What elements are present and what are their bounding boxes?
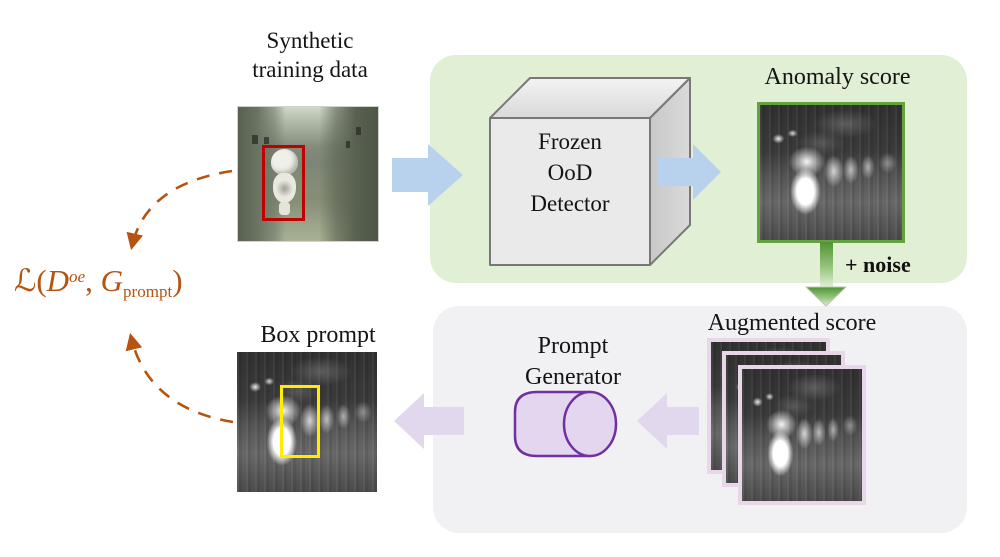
detector-label-line1: Frozen (538, 129, 602, 154)
box-prompt-image (237, 352, 377, 492)
synthetic-data-label-line2: training data (252, 57, 368, 83)
anomaly-score-label: Anomaly score (764, 64, 911, 90)
street-window-art (346, 141, 350, 148)
toilet-tank-art (271, 149, 298, 175)
augmented-score-label: Augmented score (707, 310, 877, 336)
feedback-loop-dashed-arrows-icon (125, 169, 234, 424)
loss-symbol: ℒ (14, 263, 37, 299)
open-paren: ( (36, 263, 47, 298)
arrow-right-blue-icon (392, 144, 463, 206)
street-window-art (264, 137, 269, 144)
detector-label-line3: Detector (530, 190, 610, 216)
box-prompt-label: Box prompt (260, 322, 376, 348)
dataset-symbol: D (46, 263, 70, 298)
formula-comma: , (85, 263, 101, 298)
prompt-generator-label-line2: Generator (525, 363, 621, 390)
prompt-generator-label-line1: Prompt (537, 333, 609, 359)
detector-cube-icon (489, 77, 691, 266)
arrow-down-green-icon (804, 242, 848, 307)
toilet-foot-art (279, 202, 290, 215)
dashed-arc-top-icon (126, 169, 233, 251)
arrow-left-purple-icon (637, 393, 699, 449)
arrow-left-purple-icon (394, 393, 464, 449)
street-window-art (356, 127, 361, 135)
augmented-score-image-front (738, 365, 866, 505)
red-annotation-box (262, 145, 305, 221)
detector-label-line2: OoD (547, 159, 593, 185)
close-paren: ) (172, 263, 183, 298)
generator-subscript: prompt (123, 282, 173, 301)
toilet-bowl-art (273, 173, 296, 203)
generator-symbol: G (100, 263, 124, 298)
synthetic-data-label-line1: Synthetic (266, 28, 354, 53)
dashed-arc-bottom-icon (125, 332, 234, 424)
detector-label: Frozen OoD Detector (492, 127, 648, 219)
loss-formula: ℒ(Doe, Gprompt) (14, 263, 183, 302)
prompt-generator-cylinder-icon (513, 390, 618, 458)
dataset-superscript: oe (69, 267, 86, 286)
yellow-prompt-box (280, 385, 320, 458)
prompt-generator-label: Prompt Generator (483, 331, 663, 392)
anomaly-score-image (757, 102, 905, 243)
plus-noise-label: + noise (845, 252, 911, 277)
street-window-art (252, 135, 258, 144)
synthetic-data-label: Synthetic training data (210, 26, 410, 85)
arrow-right-blue-icon (658, 144, 721, 200)
synthetic-training-image (237, 106, 379, 242)
